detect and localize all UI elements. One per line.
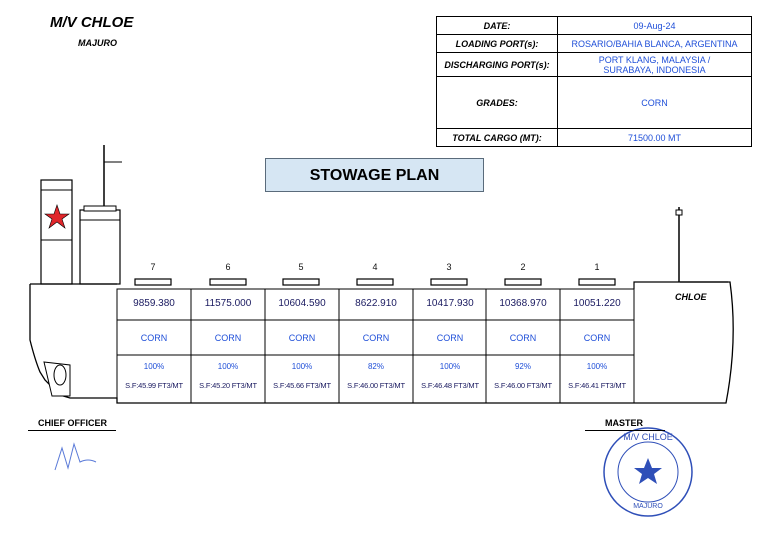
voyage-info-table: DATE: 09-Aug-24 LOADING PORT(s): ROSARIO…: [436, 16, 752, 147]
hold-grade: CORN: [214, 333, 242, 343]
hold-grade: CORN: [436, 333, 464, 343]
ship-stamp-icon: M/V CHLOE MAJURO: [603, 427, 693, 517]
hold-stowage-factor: S.F:46.41 FT3/MT: [568, 381, 626, 390]
discharging-port-value: PORT KLANG, MALAYSIA / SURABAYA, INDONES…: [557, 52, 752, 77]
hold-number: 3: [446, 262, 452, 272]
hold-number: 4: [372, 262, 378, 272]
hold-quantity: 10604.590: [278, 298, 326, 309]
hold-grade: CORN: [583, 333, 611, 343]
hold-number: 2: [520, 262, 526, 272]
hold-stowage-factor: S.F:46.00 FT3/MT: [347, 381, 405, 390]
hold-stowage-factor: S.F:45.99 FT3/MT: [125, 381, 183, 390]
hold-number: 6: [225, 262, 231, 272]
chief-officer-label: CHIEF OFFICER: [38, 418, 107, 428]
funnel-star-icon: [44, 204, 70, 229]
chief-officer-signature: [54, 442, 97, 471]
hold-number: 7: [150, 262, 156, 272]
hold-stowage-factor: S.F:45.20 FT3/MT: [199, 381, 257, 390]
stamp-top-text: M/V CHLOE: [623, 432, 673, 442]
discharging-port-line-2: SURABAYA, INDONESIA: [603, 64, 706, 75]
hold-quantity: 10368.970: [499, 298, 547, 309]
hold-fill-percent: 100%: [439, 362, 461, 371]
total-cargo-value: 71500.00 MT: [557, 128, 752, 147]
hold-fill-percent: 82%: [367, 362, 384, 371]
hold-fill-percent: 100%: [143, 362, 165, 371]
discharging-port-line-1: PORT KLANG, MALAYSIA /: [598, 54, 711, 65]
superstructure: [79, 209, 121, 285]
hold-fill-percent: 100%: [291, 362, 313, 371]
hold-grid: [116, 288, 635, 404]
hold-fill-percent: 92%: [514, 362, 531, 371]
funnel: [40, 179, 73, 285]
hold-quantity: 8622.910: [355, 298, 397, 309]
hold-quantity: 9859.380: [133, 298, 175, 309]
hold-stowage-factor: S.F:46.48 FT3/MT: [421, 381, 479, 390]
chief-officer-line: [28, 430, 116, 431]
forecastle: [633, 281, 728, 289]
hold-grade: CORN: [140, 333, 168, 343]
hold-grade: CORN: [362, 333, 390, 343]
hold-grade: CORN: [288, 333, 316, 343]
vessel-name: M/V CHLOE: [50, 14, 134, 31]
master-line: [585, 430, 665, 431]
hold-number: 1: [594, 262, 600, 272]
hold-grade: CORN: [509, 333, 537, 343]
vessel-port: MAJURO: [78, 38, 118, 48]
hold-quantity: 11575.000: [204, 298, 252, 309]
grades-label: GRADES:: [436, 76, 558, 129]
hold-fill-percent: 100%: [586, 362, 608, 371]
hatch-covers: [134, 278, 616, 286]
stamp-bottom-text: MAJURO: [633, 503, 663, 510]
propeller-icon: [53, 364, 67, 386]
hold-quantity: 10051.220: [573, 298, 621, 309]
stowage-plan-title: STOWAGE PLAN: [265, 158, 484, 192]
hold-stowage-factor: S.F:45.66 FT3/MT: [273, 381, 331, 390]
bow-name-label: CHLOE: [675, 292, 707, 302]
hold-stowage-factor: S.F:46.00 FT3/MT: [494, 381, 552, 390]
hold-number: 5: [298, 262, 304, 272]
master-label: MASTER: [605, 418, 643, 428]
hold-quantity: 10417.930: [426, 298, 474, 309]
hold-fill-percent: 100%: [217, 362, 239, 371]
